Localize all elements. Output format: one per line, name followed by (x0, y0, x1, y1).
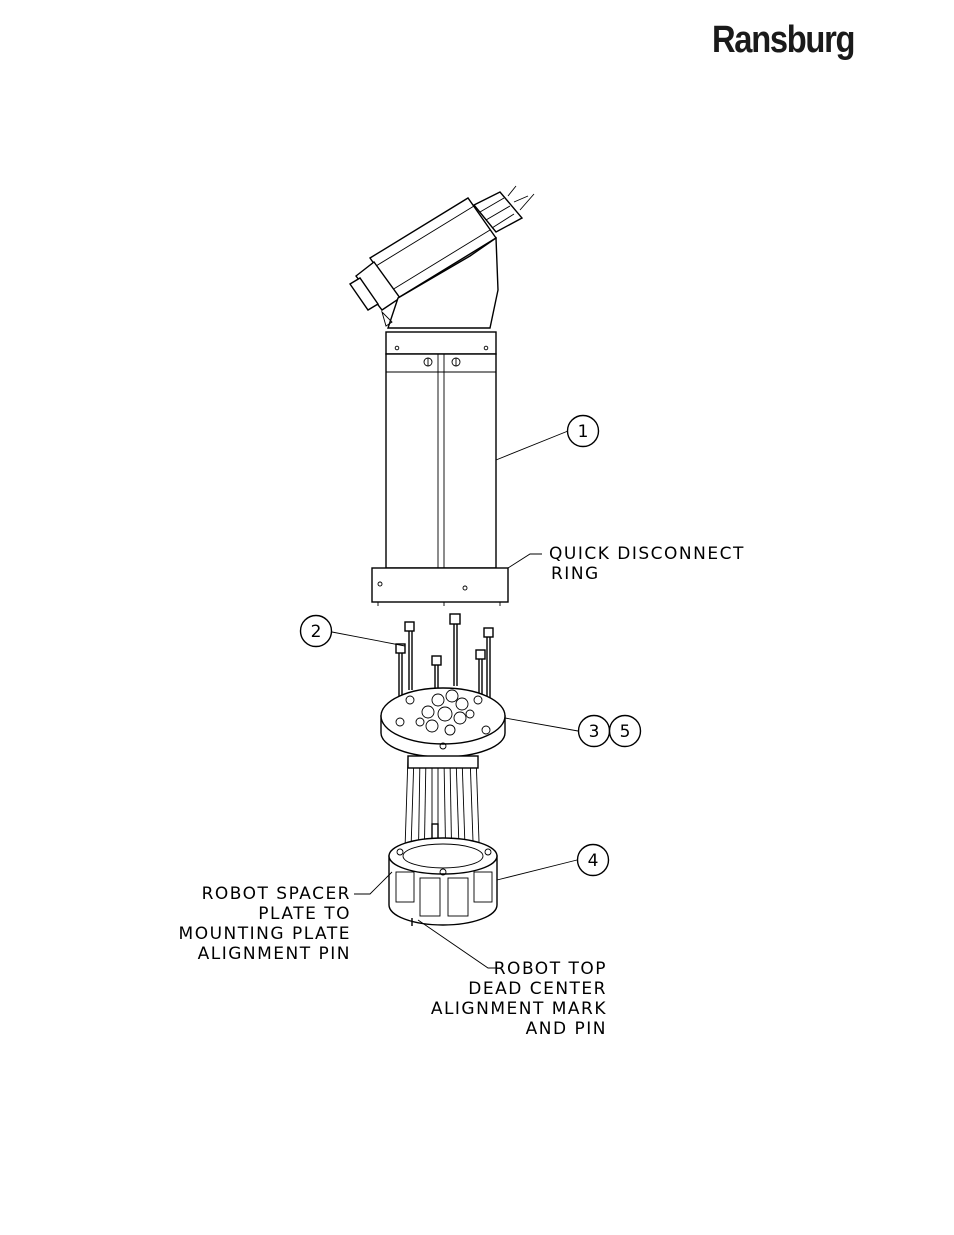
svg-text:ROBOT SPACER: ROBOT SPACER (202, 884, 351, 904)
bolt (450, 614, 460, 686)
svg-text:2: 2 (311, 622, 322, 642)
label-spacer-alignment-pin: ROBOT SPACER PLATE TO MOUNTING PLATE ALI… (179, 884, 351, 964)
applicator-head (350, 186, 534, 328)
svg-text:5: 5 (620, 722, 631, 742)
svg-text:3: 3 (589, 722, 600, 742)
bolt (405, 622, 414, 690)
callout-1: 1 (568, 416, 599, 447)
svg-text:QUICK DISCONNECT: QUICK DISCONNECT (549, 544, 745, 564)
label-top-dead-center: ROBOT TOP DEAD CENTER ALIGNMENT MARK AND… (431, 959, 607, 1039)
svg-text:PLATE TO: PLATE TO (258, 904, 351, 924)
svg-text:ALIGNMENT MARK: ALIGNMENT MARK (431, 999, 607, 1019)
mounting-plate (381, 688, 505, 757)
svg-text:RING: RING (551, 564, 600, 584)
quick-disconnect-ring (372, 568, 508, 606)
svg-text:AND PIN: AND PIN (526, 1019, 607, 1039)
robot-spacer (389, 838, 497, 926)
svg-text:MOUNTING PLATE: MOUNTING PLATE (179, 924, 351, 944)
callout-3: 3 (579, 716, 610, 747)
callout-5: 5 (610, 716, 641, 747)
svg-text:1: 1 (578, 422, 589, 442)
svg-text:4: 4 (588, 851, 599, 871)
callout-4: 4 (578, 845, 609, 876)
svg-text:ALIGNMENT PIN: ALIGNMENT PIN (198, 944, 351, 964)
label-quick-disconnect-ring: QUICK DISCONNECT RING (549, 544, 745, 584)
svg-text:DEAD CENTER: DEAD CENTER (468, 979, 607, 999)
callout-2: 2 (301, 616, 332, 647)
svg-text:ROBOT TOP: ROBOT TOP (494, 959, 607, 979)
bolt (484, 628, 493, 700)
column-body (386, 332, 496, 568)
